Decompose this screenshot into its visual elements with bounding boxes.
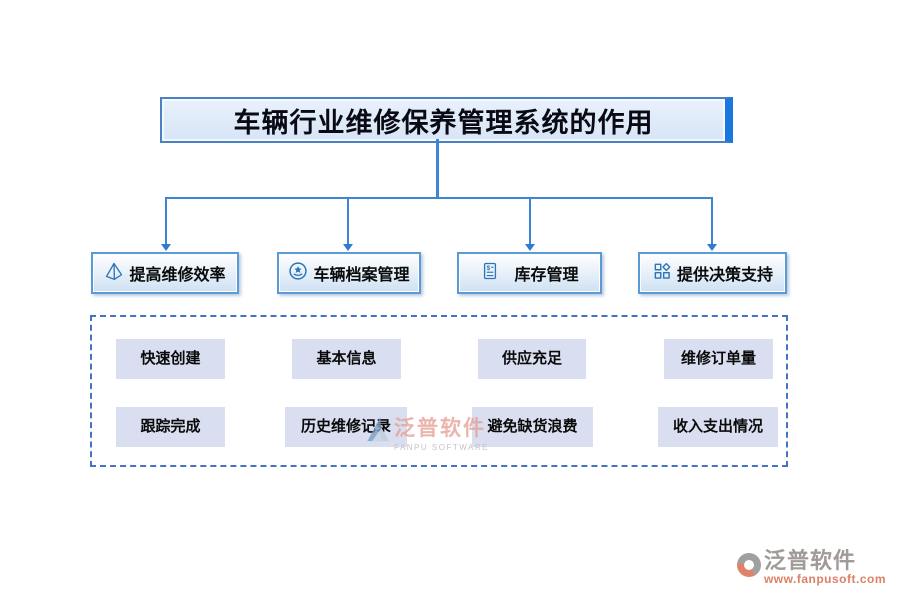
detail-item: 避免缺货浪费 (472, 407, 593, 447)
footer-logo: 泛普软件 www.fanpusoft.com (736, 548, 886, 586)
grid-diamond-icon (652, 261, 672, 286)
branch-label: 车辆档案管理 (313, 267, 410, 284)
arrow-down-icon (707, 244, 717, 251)
connector-drop-2 (347, 197, 349, 244)
branch-label: 库存管理 (514, 267, 579, 284)
fanpu-circle-logo-icon (736, 553, 761, 577)
detail-panel (90, 315, 788, 467)
footer-logo-name: 泛普软件 (763, 548, 856, 573)
branch-node-inventory: $ 库存管理 (457, 252, 602, 294)
arrow-down-icon (343, 244, 353, 251)
invoice-icon: $ (480, 261, 500, 286)
branch-node-vehicle-files: 车辆档案管理 (277, 252, 421, 294)
branch-node-decision-support: 提供决策支持 (638, 252, 787, 294)
detail-item: 历史维修记录 (285, 407, 407, 447)
connector-drop-3 (529, 197, 531, 244)
branch-label: 提供决策支持 (676, 267, 773, 284)
detail-item: 维修订单量 (664, 339, 773, 379)
connector-stem (436, 139, 439, 198)
svg-text:$: $ (487, 264, 491, 271)
detail-item: 快速创建 (116, 339, 225, 379)
branch-node-efficiency: 提高维修效率 (91, 252, 239, 294)
detail-item: 跟踪完成 (116, 407, 225, 447)
footer-logo-url: www.fanpusoft.com (763, 572, 886, 586)
arrow-down-icon (161, 244, 171, 251)
connector-drop-4 (711, 197, 713, 244)
connector-horizontal (165, 197, 713, 199)
connector-drop-1 (165, 197, 167, 244)
diagram-title: 车辆行业维修保养管理系统的作用 (233, 107, 654, 139)
diagram-title-box: 车辆行业维修保养管理系统的作用 (160, 97, 733, 143)
pyramid-icon (104, 261, 124, 286)
detail-item: 收入支出情况 (658, 407, 778, 447)
arrow-down-icon (525, 244, 535, 251)
branch-label: 提高维修效率 (129, 267, 226, 284)
detail-item: 基本信息 (292, 339, 401, 379)
detail-item: 供应充足 (478, 339, 586, 379)
medal-star-icon (288, 261, 308, 286)
